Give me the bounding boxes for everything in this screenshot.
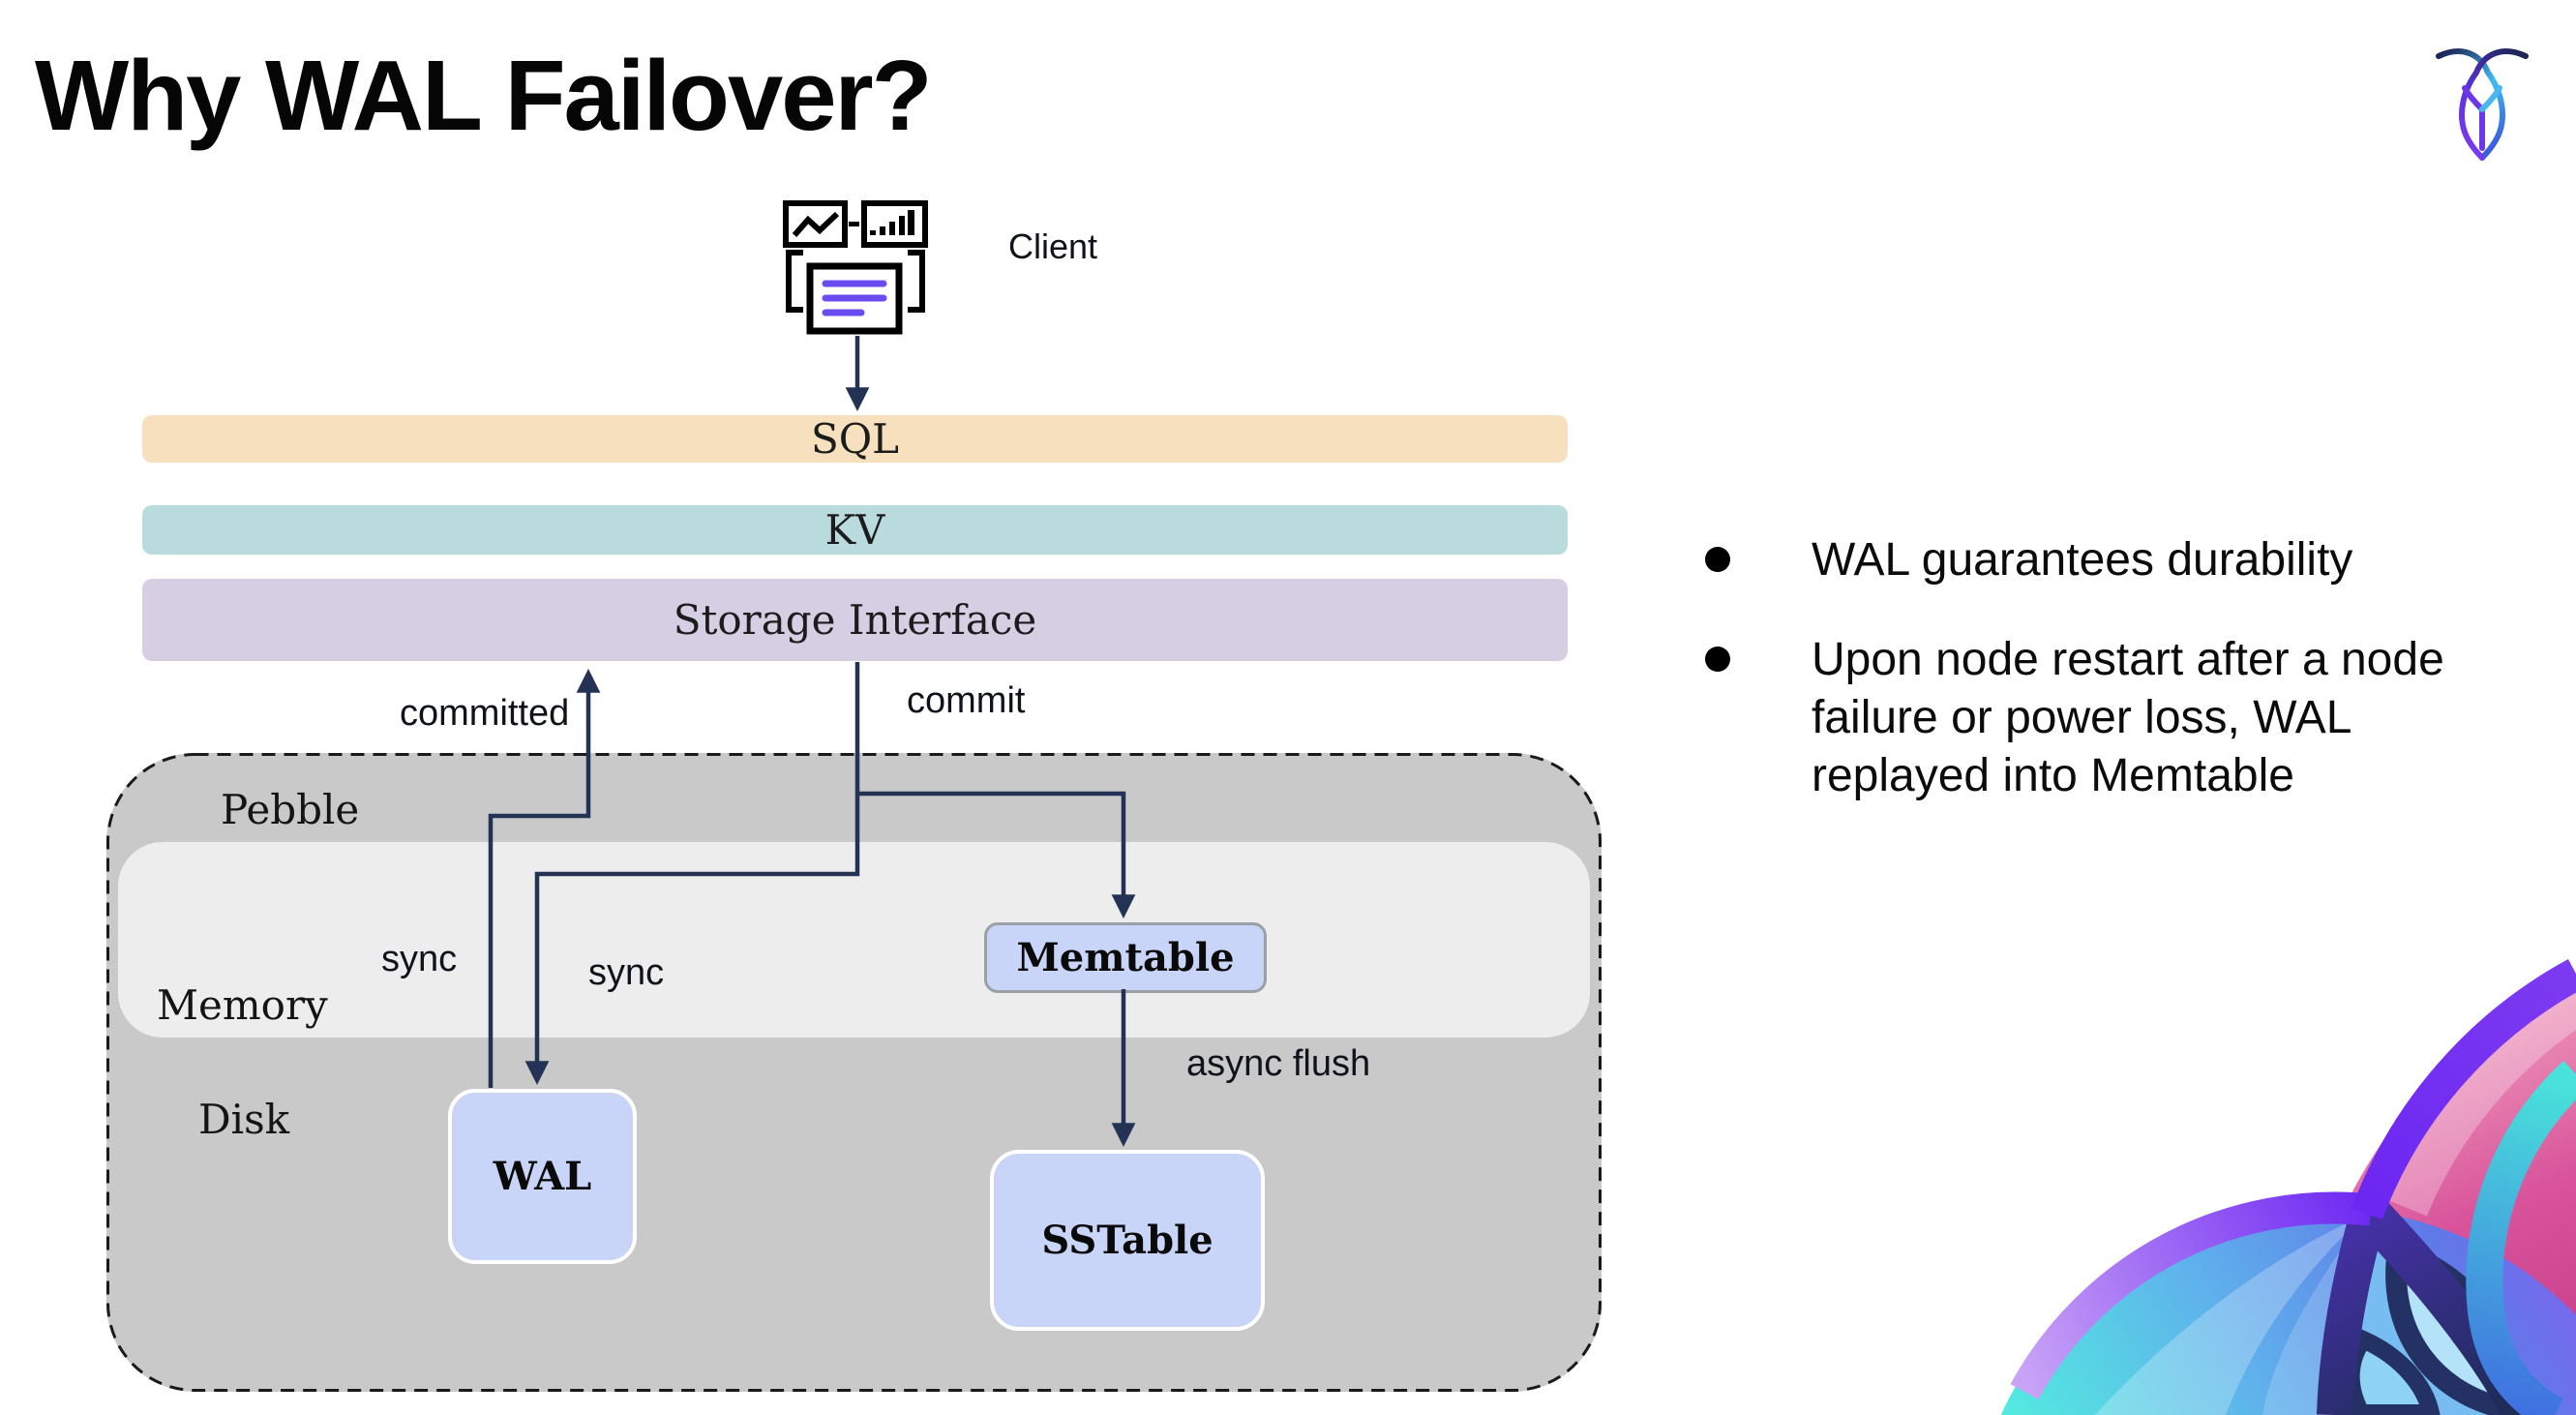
- line-chart-icon: [792, 211, 840, 237]
- sync-right-label: sync: [588, 952, 665, 993]
- bullet-text-2: Upon node restart after a node failure o…: [1812, 634, 2444, 801]
- bracket-right-icon: [908, 250, 925, 313]
- bracket-left-icon: [786, 250, 803, 313]
- bullet-dot-icon: [1705, 647, 1730, 672]
- brand-artwork: [2000, 959, 2576, 1415]
- bullet-list: WAL guarantees durability Upon node rest…: [1705, 531, 2557, 847]
- glyph-lens-left-edge: [2317, 1206, 2387, 1415]
- logo-branch-right: [2479, 85, 2502, 112]
- dash-icon: [849, 222, 859, 226]
- list-item: Upon node restart after a node failure o…: [1705, 631, 2557, 805]
- memory-label: Memory: [157, 981, 328, 1029]
- sstable-box: SSTable: [990, 1150, 1265, 1331]
- layer-storage-label: Storage Interface: [673, 596, 1037, 644]
- commit-label: commit: [907, 680, 1026, 721]
- client-label: Client: [1008, 226, 1098, 266]
- layer-kv-label: KV: [824, 506, 885, 554]
- bars-monitor-icon: [861, 200, 928, 248]
- wal-label: WAL: [493, 1154, 592, 1199]
- layer-sql-label: SQL: [810, 415, 900, 463]
- teal-ring: [2466, 1060, 2576, 1415]
- pink-highlight: [2373, 970, 2576, 1217]
- async-flush-label: async flush: [1186, 1043, 1371, 1084]
- antenna-arc-right: [2351, 959, 2576, 1219]
- bullet-text-1: WAL guarantees durability: [1812, 534, 2353, 586]
- memtable-box: Memtable: [984, 922, 1267, 993]
- sync-left-label: sync: [381, 939, 458, 979]
- layer-kv: KV: [142, 505, 1568, 555]
- pebble-label: Pebble: [221, 786, 360, 833]
- memtable-label: Memtable: [1016, 935, 1235, 980]
- bar-chart-icon: [870, 210, 914, 235]
- layer-storage-interface: Storage Interface: [142, 579, 1568, 661]
- memory-band: [118, 842, 1590, 1038]
- sstable-label: SSTable: [1041, 1218, 1213, 1263]
- page-title: Why WAL Failover?: [35, 40, 933, 151]
- list-item: WAL guarantees durability: [1705, 531, 2557, 589]
- pebble-region: [106, 753, 1602, 1392]
- document-text-lines: [822, 280, 887, 316]
- petal-overlay: [2095, 1214, 2367, 1415]
- layer-sql: SQL: [142, 415, 1568, 463]
- bullet-dot-icon: [1705, 547, 1730, 572]
- logo-right-body: [2436, 48, 2505, 161]
- wal-box: WAL: [448, 1089, 637, 1264]
- logo-branch-left: [2462, 85, 2485, 112]
- disk-label: Disk: [198, 1096, 290, 1143]
- client-icon: [783, 200, 928, 335]
- chart-monitor-icon: [783, 200, 848, 248]
- logo-left-body: [2459, 48, 2529, 161]
- committed-label: committed: [400, 693, 570, 734]
- cockroachdb-logo: [2436, 48, 2529, 161]
- antenna-arc-left: [2010, 1191, 2373, 1400]
